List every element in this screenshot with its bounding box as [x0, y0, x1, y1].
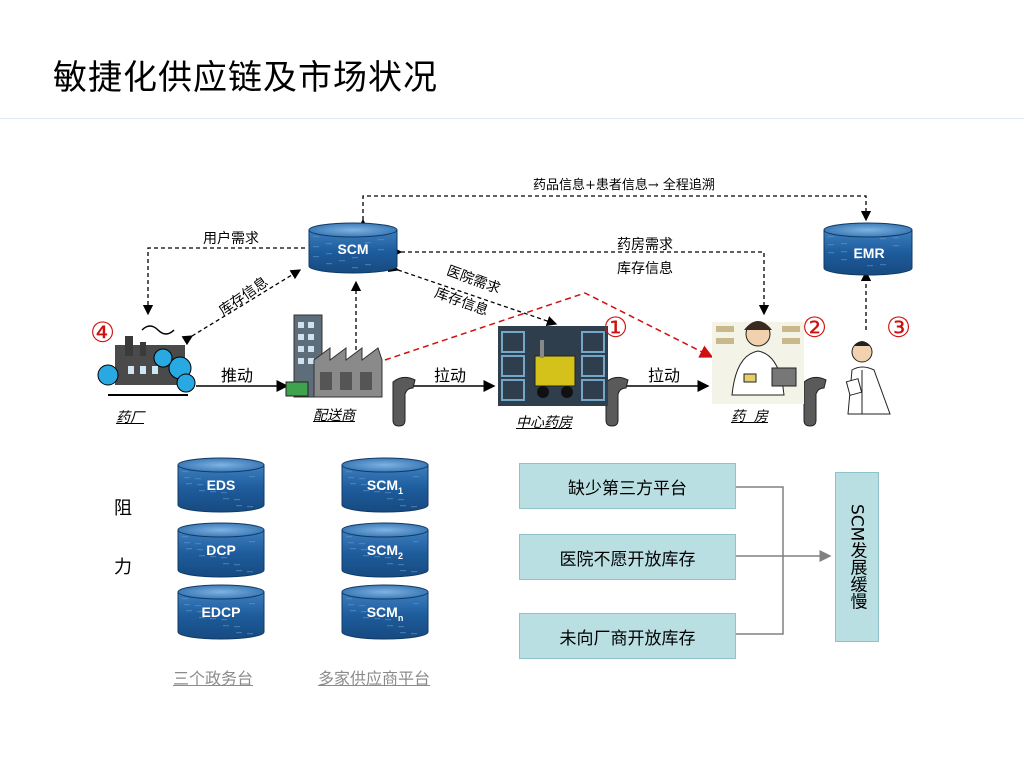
resistance-char: 阻 [114, 498, 132, 519]
dcp-database [177, 522, 265, 578]
node-factory: 药厂 [116, 410, 144, 426]
scanner-icon [605, 376, 629, 427]
scm2-db-label: SCM2 [367, 542, 403, 561]
node-distributor: 配送商 [313, 408, 355, 424]
factory-icon [97, 325, 196, 396]
title-divider [0, 118, 1024, 119]
patient-icon [845, 341, 891, 415]
issue-box: 缺少第三方平台 [519, 463, 736, 509]
scm1-db-label: SCM1 [367, 477, 403, 496]
push-label: 推动 [221, 366, 254, 385]
result-box: SCM发展缓慢 [835, 472, 879, 642]
inventory-left-arrow [181, 269, 302, 346]
inventory-info-right-label: 库存信息 [617, 261, 673, 277]
scanner-icon [392, 376, 416, 427]
resistance-char: 力 [114, 557, 132, 578]
distributor-icon [285, 314, 383, 398]
red-bypass-arrow [384, 292, 714, 361]
pull-label: 拉动 [648, 366, 681, 385]
scm-db-label: SCM [337, 241, 368, 257]
eds-database [177, 457, 265, 513]
marker-2: ② [802, 311, 828, 344]
scmn-database [341, 584, 429, 640]
issue-box: 医院不愿开放库存 [519, 534, 736, 580]
supplier-platforms-label: 多家供应商平台 [318, 669, 431, 688]
issue-box: 未向厂商开放库存 [519, 613, 736, 659]
issue-connector [735, 486, 832, 635]
edcp-db-label: EDCP [202, 604, 241, 620]
top-trace-label: 药品信息+患者信息→ 全程追溯 [533, 178, 715, 193]
page-title: 敏捷化供应链及市场状况 [53, 58, 438, 98]
user-demand-label: 用户需求 [203, 231, 259, 247]
inventory-info-left-label: 库存信息 [216, 273, 272, 319]
marker-4: ④ [90, 316, 116, 349]
top-trace-arrow [357, 195, 872, 230]
emr-db-label: EMR [853, 245, 884, 261]
marker-3: ③ [886, 311, 912, 344]
emr-database [823, 222, 913, 276]
scanner-icon [803, 376, 827, 427]
scm2-database [341, 522, 429, 578]
marker-1: ① [603, 311, 629, 344]
gov-platforms-label: 三个政务台 [173, 669, 254, 688]
node-center-pharmacy: 中心药房 [516, 415, 572, 431]
user-demand-arrow [142, 247, 305, 316]
scm-database [308, 222, 398, 274]
scm1-database [341, 457, 429, 513]
pull-label: 拉动 [434, 366, 467, 385]
eds-db-label: EDS [207, 477, 236, 493]
node-pharmacy: 药 房 [731, 409, 768, 425]
pharmacy-demand-arrow [391, 246, 770, 316]
dcp-db-label: DCP [206, 542, 236, 558]
edcp-database [177, 584, 265, 640]
pharmacy-demand-label: 药房需求 [617, 237, 673, 253]
warehouse-icon [498, 326, 608, 406]
scmn-db-label: SCMn [367, 604, 404, 623]
pharmacist-icon [712, 321, 804, 404]
